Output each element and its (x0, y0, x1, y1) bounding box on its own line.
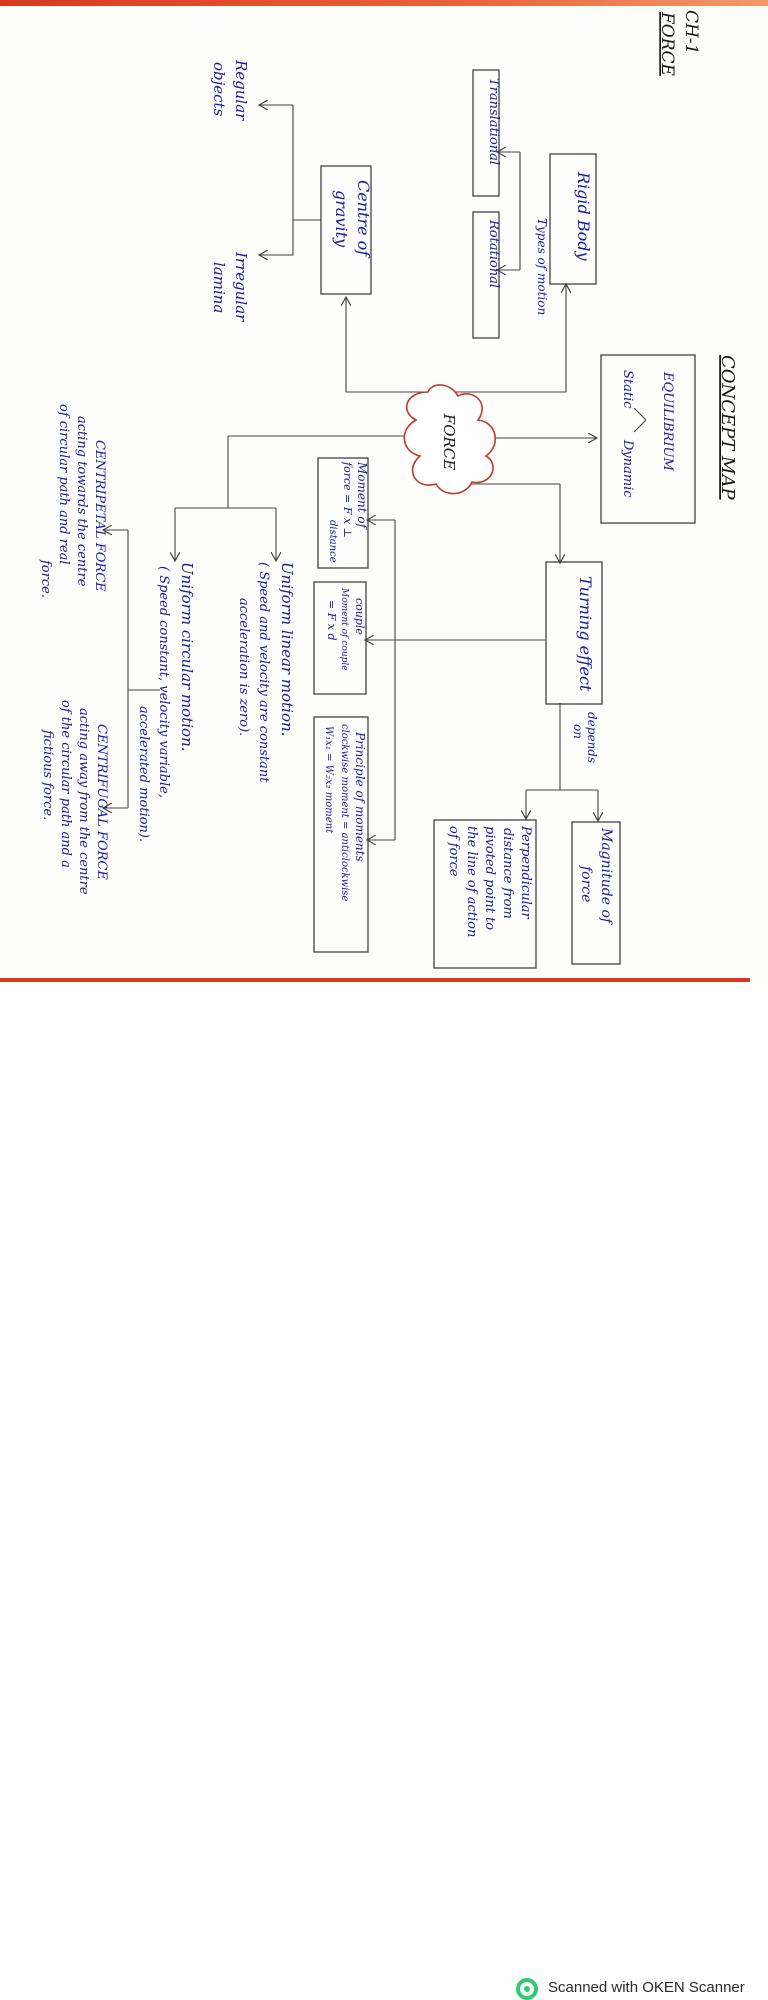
perpendicular-box (433, 819, 537, 969)
centrifugal-line-1: CENTRIFUGAL FORCE (94, 724, 109, 880)
concept-map-diagram: FORCE CH-1 FORCE CONCEPT MAP EQUILIBRIUM… (38, 10, 738, 969)
concept-map-title: CONCEPT MAP (717, 355, 738, 500)
circular-line-3: accelerated motion). (136, 706, 151, 842)
turning-effect-box (545, 561, 603, 705)
couple-line-3: = F x d (325, 600, 338, 641)
perp-line-3: pivoted point to (482, 826, 497, 930)
bottom-edge-line (0, 978, 750, 982)
regular-line-1: Regular (232, 59, 250, 121)
perp-line-4: the line of action (464, 826, 479, 937)
centrifugal-line-3: of the circular path and a (58, 700, 73, 868)
principle-line-3: W₁x₁ = W₂x₂ moment (323, 726, 334, 834)
linear-line-1: Uniform linear motion. (278, 562, 296, 736)
types-of-motion-label: Types of motion (535, 218, 549, 315)
translational-label: Translational (486, 78, 501, 165)
top-edge-line (0, 0, 768, 6)
linear-line-3: acceleration is zero). (236, 598, 251, 736)
connector-lines (104, 105, 598, 840)
topic-label: FORCE (657, 11, 677, 77)
scanner-watermark-text: Scanned with OKEN Scanner (548, 1979, 745, 1996)
rigid-body-branch-line (500, 151, 521, 271)
scanned-page: FORCE CH-1 FORCE CONCEPT MAP EQUILIBRIUM… (0, 0, 768, 982)
oken-logo-icon (516, 1978, 538, 2000)
node-texts: EQUILIBRIUM Static Dynamic Rigid Body Ty… (38, 59, 675, 937)
equilibrium-dynamic: Dynamic (620, 439, 635, 498)
moment-line-1: Moment of (355, 461, 369, 531)
centrifugal-line-2: acting away from the centre (76, 708, 91, 895)
irregular-line-2: lamina (210, 262, 228, 313)
force-center-label: FORCE (440, 413, 458, 470)
magnitude-line-1: Magnitude of (598, 827, 614, 926)
moment-box (317, 457, 369, 569)
cog-box (320, 165, 372, 295)
perp-line-5: of force (446, 826, 461, 877)
couple-box (313, 581, 367, 695)
perp-line-1: Perpendicular (518, 825, 533, 919)
regular-line-2: objects (210, 62, 228, 117)
chapter-label: CH-1 (681, 10, 701, 54)
centripetal-line-1: CENTRIPETAL FORCE (92, 440, 107, 592)
magnitude-line-2: force (578, 865, 594, 902)
principle-line-1: Principle of moments (353, 731, 367, 862)
equilibrium-box (600, 354, 696, 524)
equilibrium-static: Static (620, 370, 635, 409)
depends-on-line-2: on (571, 724, 585, 739)
irregular-line-1: Irregular (232, 251, 250, 322)
moment-line-2: force = F x ⊥ (341, 461, 354, 538)
centripetal-line-2: acting towards the centre (74, 416, 89, 587)
to-irregular-arrow (260, 220, 294, 255)
rotational-label: Rotational (486, 219, 501, 288)
linear-line-2: ( Speed and velocity are constant (256, 562, 271, 783)
node-boxes (313, 69, 696, 969)
header: CH-1 FORCE CONCEPT MAP (657, 10, 738, 500)
rotational-box (472, 211, 500, 339)
depends-on-line-1: depends (585, 712, 599, 763)
translational-box (472, 69, 500, 197)
circular-line-2: ( Speed constant, velocity variable, (156, 566, 171, 798)
scanner-footer: Scanned with OKEN Scanner (0, 985, 768, 2000)
equilibrium-title: EQUILIBRIUM (660, 371, 675, 471)
cog-line-2: gravity (332, 190, 351, 248)
moment-line-3: distance (327, 520, 338, 563)
centrifugal-line-4: fictious force. (40, 729, 55, 820)
rigid-body-box (549, 153, 597, 285)
centripetal-line-3: of circular path and real (56, 404, 71, 565)
perp-line-2: distance from (500, 828, 515, 919)
couple-line-2: Moment of couple (339, 587, 349, 671)
turning-effect-label: Turning effect (576, 576, 595, 692)
force-cloud: FORCE (403, 384, 497, 495)
circular-line-1: Uniform circular motion. (178, 562, 196, 752)
principle-box (313, 716, 369, 953)
rigid-body-label: Rigid Body (574, 171, 593, 261)
centripetal-line-4: force. (38, 559, 53, 598)
principle-line-2: clockwise moment = anticlockwise (339, 724, 350, 902)
magnitude-box (571, 821, 621, 965)
couple-line-1: couple (353, 598, 366, 635)
cog-line-1: Centre of (354, 180, 373, 259)
equilibrium-split-arrow (633, 407, 647, 433)
